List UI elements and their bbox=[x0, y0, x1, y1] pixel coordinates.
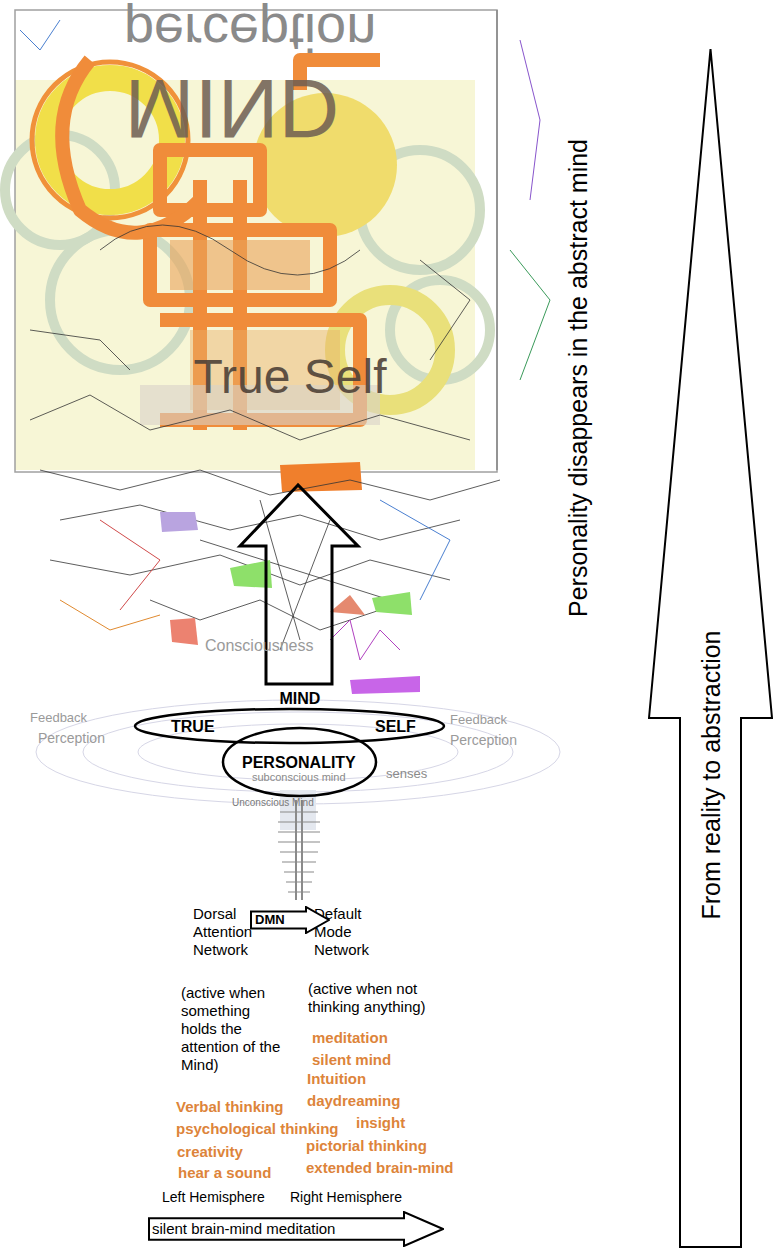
hemisphere-label: Left Hemisphere bbox=[162, 1189, 265, 1206]
mirrored-heading: MIND bbox=[125, 58, 340, 159]
faded-label: senses bbox=[386, 766, 427, 782]
node-text: silent brain-mind meditation bbox=[152, 1220, 335, 1238]
network-note: (active when something holds the attenti… bbox=[181, 984, 283, 1074]
faded-label: Perception bbox=[450, 732, 517, 749]
node-text: TRUE bbox=[171, 717, 215, 736]
node-text: PERSONALITY bbox=[242, 753, 356, 772]
mind-label: MIND bbox=[280, 689, 321, 708]
collage-ground bbox=[15, 10, 497, 472]
side-note: Personality disappears in the abstract m… bbox=[563, 139, 593, 617]
meditation-arrow: silent brain-mind meditation bbox=[148, 1211, 444, 1247]
faded-label: Perception bbox=[38, 730, 105, 747]
activity-label: Intuition bbox=[307, 1070, 366, 1088]
activity-label: meditation bbox=[312, 1029, 388, 1047]
collage-colour-scribbles bbox=[20, 20, 550, 660]
node-text: DMN bbox=[255, 912, 285, 928]
faded-label: Feedback bbox=[30, 710, 87, 726]
activity-label: Verbal thinking bbox=[176, 1098, 284, 1116]
node-text: SELF bbox=[375, 717, 416, 736]
activity-label: creativity bbox=[177, 1143, 243, 1161]
upward-arrow bbox=[240, 485, 358, 684]
collage-patches bbox=[160, 512, 420, 694]
activity-label: psychological thinking bbox=[176, 1120, 339, 1138]
hemisphere-label: Right Hemisphere bbox=[290, 1189, 402, 1206]
faded-label: subconscious mind bbox=[252, 771, 346, 784]
activity-label: insight bbox=[356, 1114, 405, 1132]
network-note: (active when not thinking anything) bbox=[308, 980, 446, 1016]
brain-rings bbox=[36, 700, 560, 804]
personality-circle: PERSONALITY bbox=[221, 726, 378, 798]
activity-label: daydreaming bbox=[307, 1092, 400, 1110]
activity-label: pictorial thinking bbox=[306, 1137, 427, 1155]
activity-label: silent mind bbox=[312, 1051, 391, 1069]
activity-label: hear a sound bbox=[178, 1164, 271, 1182]
faded-label: Feedback bbox=[450, 712, 507, 728]
node-text: From reality to abstraction bbox=[695, 631, 725, 920]
collage-title: True Self bbox=[194, 348, 387, 406]
faded-label: Consciousness bbox=[205, 636, 314, 655]
mirrored-heading: perception bbox=[124, 0, 376, 64]
faded-label: Unconscious Mind bbox=[232, 797, 314, 809]
dmn-arrow: DMN bbox=[250, 906, 330, 934]
self-ellipse: TRUE SELF bbox=[133, 707, 446, 745]
network-name: Default Mode Network bbox=[314, 905, 389, 959]
activity-label: extended brain-mind bbox=[306, 1159, 454, 1177]
abstraction-arrow: From reality to abstraction bbox=[648, 48, 773, 1248]
